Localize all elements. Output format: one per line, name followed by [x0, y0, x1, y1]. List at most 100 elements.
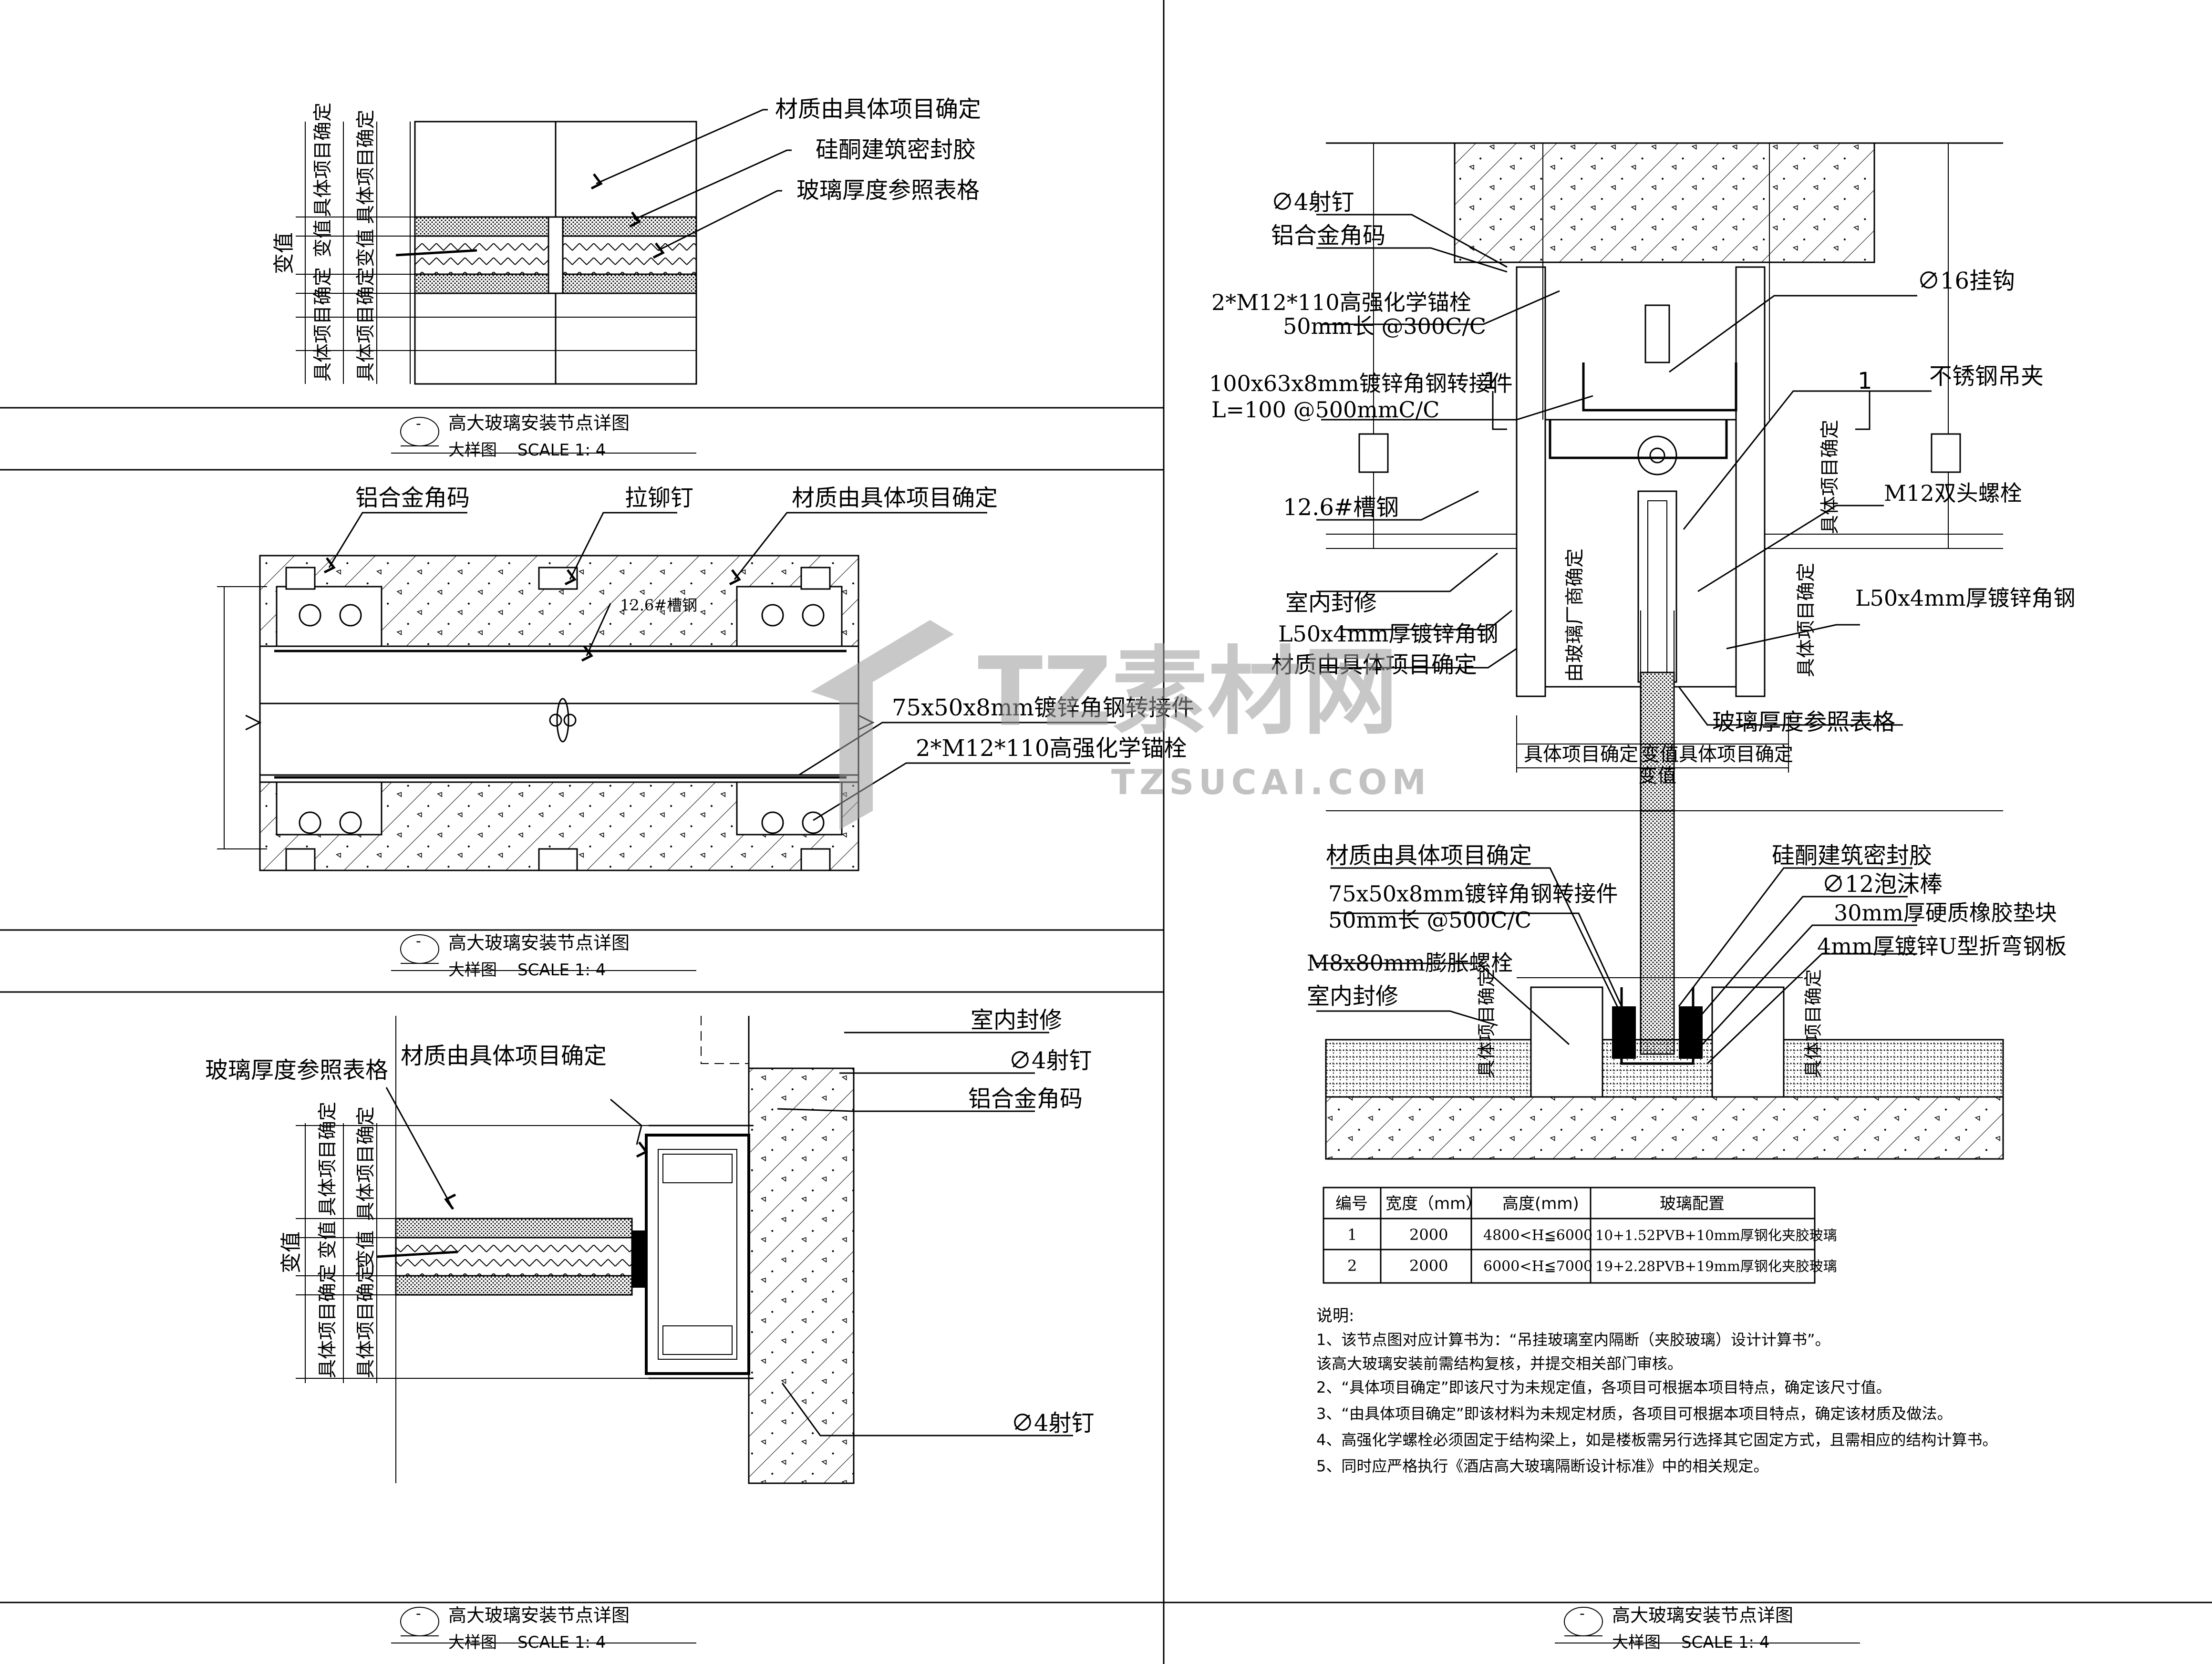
notes-heading: 说明: — [1316, 1306, 1354, 1325]
label-connector-spacing: 50mm长 @500C/C — [1328, 907, 1531, 933]
label-silicone-sealant: 硅酮建筑密封胶 — [816, 136, 976, 163]
label-nail-4-bottom: ∅4射钉 — [1011, 1410, 1095, 1437]
label-connector-spacing: L=100 @500mmC/C — [1211, 397, 1439, 423]
label-angle-connector: 100x63x8mm镀锌角钢转接件 — [1209, 371, 1513, 396]
panel-title: 高大玻璃安装节点详图 — [448, 1605, 630, 1626]
section-mark-right: 1 — [1858, 368, 1872, 394]
dim-f: 具体项目确定 — [355, 1106, 377, 1221]
table-header: 玻璃配置 — [1660, 1194, 1725, 1213]
watermark: TZ素材网 TZSUCAI.COM — [811, 620, 1431, 830]
label-interior-finish: 室内封修 — [971, 1007, 1062, 1034]
title-block-4: - 高大玻璃安装节点详图 大样图 SCALE 1: 4 — [1555, 1605, 1860, 1652]
panel-subtitle: 大样图 — [448, 1633, 497, 1652]
panel-scale: SCALE 1: 4 — [517, 961, 606, 980]
table-header: 编号 — [1335, 1194, 1368, 1213]
label-silicone-sealant: 硅酮建筑密封胶 — [1772, 842, 1932, 869]
title-block-3: - 高大玻璃安装节点详图 大样图 SCALE 1: 4 — [391, 1605, 696, 1652]
note-line: 4、高强化学螺栓必须固定于结构梁上，如是楼板需另行选择其它固定方式，且需相应的结… — [1316, 1431, 1997, 1449]
label-material: 材质由具体项目确定 — [792, 485, 998, 511]
table-cell: 2 — [1347, 1257, 1357, 1275]
label-rubber-block: 30mm厚硬质橡胶垫块 — [1834, 900, 2057, 926]
label-angle-connector: 75x50x8mm镀锌角钢转接件 — [1328, 881, 1618, 907]
dim-f: 具体项目确定 — [355, 110, 377, 224]
dim-b: 变值 — [312, 219, 334, 258]
label-rivet: 拉铆钉 — [625, 485, 693, 511]
note-line: 1、该节点图对应计算书为：“吊挂玻璃室内隔断（夹胶玻璃）设计计算书”。 — [1316, 1331, 1830, 1349]
label-material: 材质由具体项目确定 — [775, 96, 981, 123]
watermark-logo-icon — [811, 620, 954, 830]
dim-d: 具体项目确定 — [355, 267, 377, 382]
table-cell: 6000<H≦7000 — [1483, 1258, 1592, 1275]
label-expansion-bolt: M8x80mm膨胀螺栓 — [1307, 950, 1513, 976]
svg-text:-: - — [416, 933, 421, 950]
label-interior-finish: 室内封修 — [1307, 983, 1398, 1010]
panel-subtitle: 大样图 — [448, 961, 497, 980]
table-cell: 19+2.28PVB+19mm厚钢化夹胶玻璃 — [1595, 1258, 1837, 1274]
label-angle-connector: 75x50x8mm镀锌角钢转接件 — [892, 694, 1194, 721]
table-header: 高度(mm) — [1502, 1194, 1579, 1213]
title-block-1: - 高大玻璃安装节点详图 大样图 SCALE 1: 4 — [391, 413, 696, 460]
watermark-main: TZ素材网 — [978, 637, 1398, 748]
design-notes: 说明: 1、该节点图对应计算书为：“吊挂玻璃室内隔断（夹胶玻璃）设计计算书”。 … — [1316, 1306, 1997, 1475]
label-channel-steel: 12.6#槽钢 — [620, 596, 697, 614]
label-glass-thickness: 玻璃厚度参照表格 — [205, 1057, 388, 1084]
label-chemical-anchor: 2*M12*110高强化学锚栓 — [916, 735, 1187, 762]
dim-left: 变值 — [272, 232, 296, 274]
dim-e: 变值 — [355, 1230, 377, 1269]
panel-scale: SCALE 1: 4 — [517, 441, 606, 460]
label-nail-4: ∅4射钉 — [1271, 189, 1354, 216]
dim-c: 具体项目确定 — [1679, 744, 1793, 765]
label-channel-steel: 12.6#槽钢 — [1283, 494, 1399, 521]
label-glass-thickness: 玻璃厚度参照表格 — [796, 177, 980, 204]
panel-subtitle: 大样图 — [448, 441, 497, 460]
watermark-sub: TZSUCAI.COM — [1111, 762, 1431, 802]
label-stainless-clamp: 不锈钢吊夹 — [1929, 363, 2044, 390]
panel-scale: SCALE 1: 4 — [1681, 1633, 1769, 1652]
table-cell: 10+1.52PVB+10mm厚钢化夹胶玻璃 — [1595, 1227, 1837, 1243]
label-aluminum-bracket: 铝合金角码 — [968, 1085, 1083, 1112]
note-line: 该高大玻璃安装前需结构复核，并提交相关部门审核。 — [1316, 1354, 1683, 1373]
dim-total: 变值 — [1638, 765, 1676, 787]
note-line: 2、“具体项目确定”即该尺寸为未规定值，各项目可根据本项目特点，确定该尺寸值。 — [1316, 1378, 1892, 1396]
table-cell: 1 — [1347, 1226, 1357, 1244]
label-aluminum-bracket: 铝合金角码 — [1271, 222, 1385, 249]
section-mark-left: 1 — [1483, 368, 1498, 394]
label-project-right: 具体项目确定 — [1803, 969, 1824, 1078]
svg-text:-: - — [416, 415, 421, 432]
label-chemical-anchor: 2*M12*110高强化学锚栓 — [1211, 289, 1471, 315]
dim-c: 具体项目确定 — [317, 1102, 339, 1216]
label-anchor-spacing: 50mm长 @300C/C — [1283, 313, 1486, 339]
panel-title: 高大玻璃安装节点详图 — [448, 413, 630, 434]
glass-config-table: 编号 宽度（mm） 高度(mm) 玻璃配置 1 2000 4800<H≦6000… — [1323, 1187, 1837, 1284]
label-hook-16: ∅16挂钩 — [1917, 268, 2015, 294]
table-header: 宽度（mm） — [1385, 1194, 1482, 1213]
label-project-right-1: 具体项目确定 — [1819, 420, 1841, 534]
dim-a: 具体项目确定 — [1524, 744, 1638, 765]
dim-b: 变值 — [317, 1221, 339, 1259]
label-aluminum-bracket: 铝合金角码 — [355, 485, 470, 511]
label-nail-4: ∅4射钉 — [1009, 1047, 1092, 1074]
dim-b: 变值 — [1641, 744, 1679, 765]
label-glass-vendor: 由玻璃厂商确定 — [1564, 548, 1586, 682]
label-material: 材质由具体项目确定 — [401, 1043, 607, 1069]
table-cell: 2000 — [1409, 1226, 1448, 1244]
detail-floor-channel: 材质由具体项目确定 75x50x8mm镀锌角钢转接件 50mm长 @500C/C… — [1307, 810, 2067, 1160]
label-glass-thickness: 玻璃厚度参照表格 — [1712, 709, 1895, 735]
detail-hanging-clamp-section: 1 1 具体项目确定 变值 具体项目确定 变值 由玻璃厂商确定 具体项目确定 具… — [1209, 142, 2076, 969]
dim-c: 具体项目确定 — [312, 103, 334, 217]
label-m12-stud-bolt: M12双头螺栓 — [1884, 480, 2022, 506]
note-line: 5、同时应严格执行《酒店高大玻璃隔断设计标准》中的相关规定。 — [1316, 1457, 1768, 1475]
dim-a: 具体项目确定 — [312, 267, 334, 382]
detail-glass-joint-top: 材质由具体项目确定 硅酮建筑密封胶 玻璃厚度参照表格 变值 具体项目确定 变值 … — [272, 96, 981, 385]
label-foam-rod: ∅12泡沫棒 — [1822, 871, 1943, 898]
note-line: 3、“由具体项目确定”即该材料为未规定材质，各项目可根据本项目特点，确定该材质及… — [1316, 1405, 1953, 1423]
panel-title: 高大玻璃安装节点详图 — [448, 932, 630, 953]
label-project-right-2: 具体项目确定 — [1795, 563, 1817, 677]
table-cell: 4800<H≦6000 — [1483, 1227, 1592, 1244]
label-material: 材质由具体项目确定 — [1326, 842, 1532, 869]
svg-text:-: - — [1580, 1605, 1585, 1622]
panel-subtitle: 大样图 — [1612, 1633, 1661, 1652]
label-project-left: 具体项目确定 — [1476, 969, 1497, 1078]
